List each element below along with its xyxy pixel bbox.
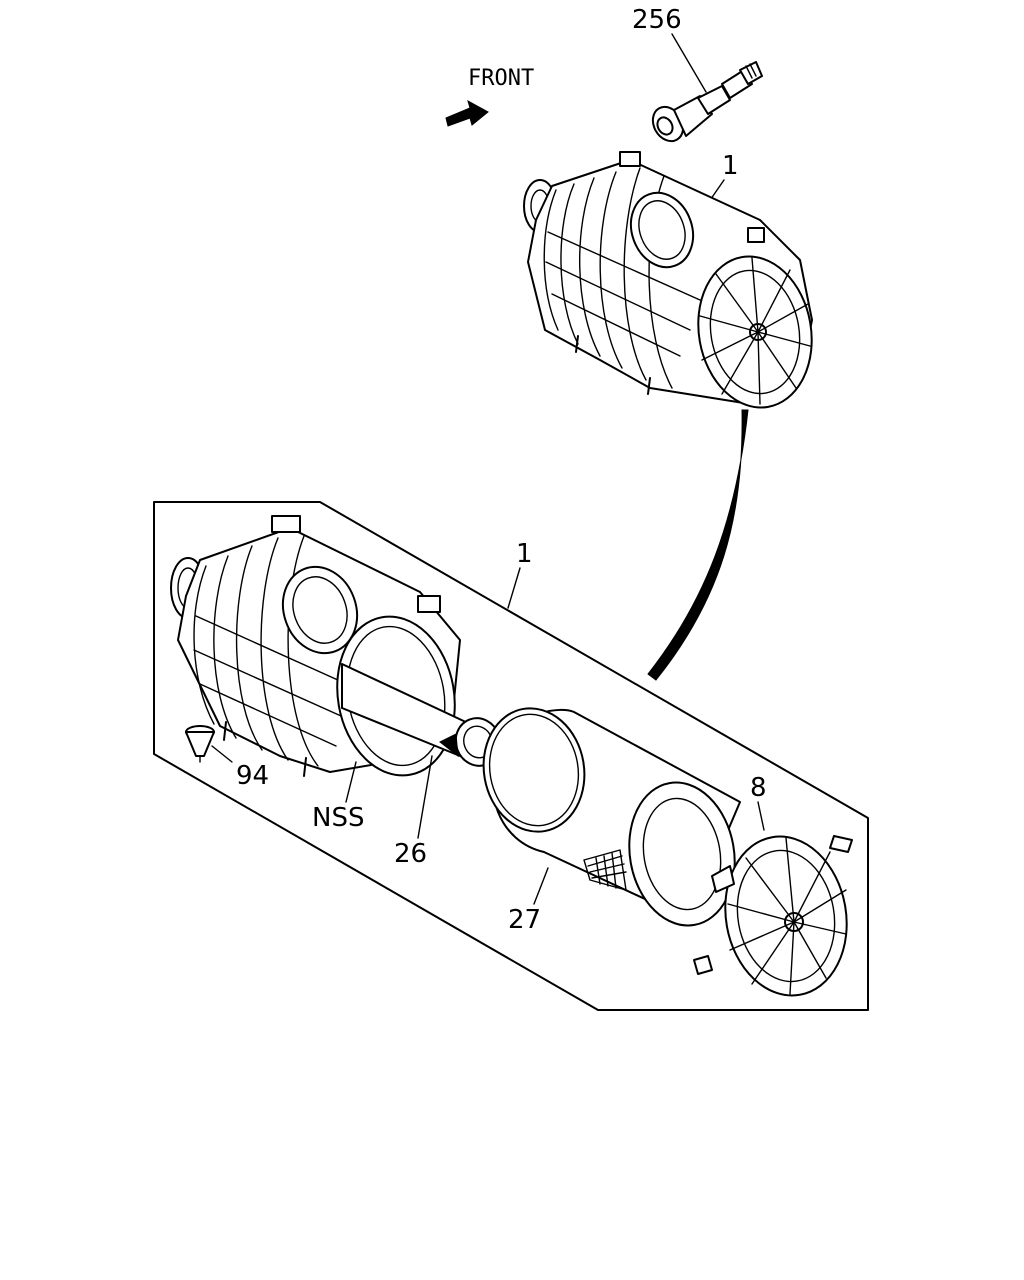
leader-256 [671, 33, 707, 93]
label-94: 94 [236, 761, 269, 791]
element-mesh [583, 849, 627, 891]
leader-8 [757, 801, 765, 831]
label-8: 8 [750, 773, 767, 803]
label-1-top: 1 [722, 151, 739, 181]
label-27: 27 [508, 905, 541, 935]
front-direction-indicator: FRONT [445, 66, 534, 127]
leader-1-kit [507, 567, 521, 609]
end-cover-spokes-kit [727, 837, 847, 995]
front-arrow-icon [445, 99, 489, 127]
leader-26 [417, 755, 433, 839]
label-1-kit: 1 [516, 539, 533, 569]
part-1-air-cleaner-assembly: 1 [523, 151, 813, 409]
explode-connector [647, 409, 749, 681]
kit-boundary-frame [153, 501, 869, 1011]
leader-nss [345, 761, 357, 803]
part-256-restriction-indicator: 256 [632, 5, 763, 143]
housing-exploded [170, 515, 461, 777]
front-label: FRONT [468, 66, 534, 91]
label-256: 256 [632, 5, 682, 35]
label-nss: NSS [312, 803, 364, 833]
end-cover-spokes-top [699, 257, 811, 405]
leader-27 [533, 867, 549, 905]
leader-94 [211, 745, 233, 763]
part-27-primary-element: 27 [482, 707, 741, 935]
label-26: 26 [394, 839, 427, 869]
part-94-vacuator-valve: 94 [185, 725, 269, 791]
part-8-end-cover: 8 [693, 773, 853, 997]
